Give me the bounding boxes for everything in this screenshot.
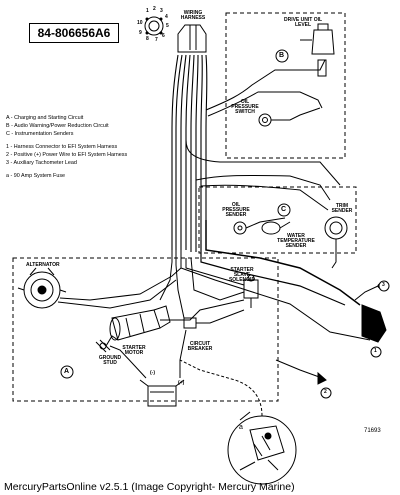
efi-power-wire [275,359,323,379]
ten-pin-connector [144,16,164,36]
legend-item-3: 3 - Auxiliary Tachometer Lead [6,160,77,166]
badge-b: B [279,52,285,59]
starter-slave-solenoid-label: STARTER SLAVE SOLENOID [228,267,256,283]
battery-negative-label: (-) [150,370,155,376]
pin-label: 3 [160,8,163,14]
oil-pressure-sender-label: OIL PRESSURE SENDER [222,202,250,218]
battery-positive-label: (+) [178,380,185,386]
starter-motor-drawing [109,305,171,341]
circuit-breaker-label: CIRCUIT BREAKER [187,341,213,352]
aux-tach-lead [354,285,379,301]
legend-fuse-note: a - 90 Amp System Fuse [6,173,66,179]
oil-pressure-switch-label: OIL PRESSURE SWITCH [231,99,259,115]
alternator-drawing [17,267,67,309]
badge-a: A [64,368,70,375]
figure-number: 71693 [364,428,381,434]
part-number-box: 84-806656A6 [29,23,119,43]
badge-1-circle [370,346,382,358]
trim-sender [324,216,348,269]
circuit-breaker-drawing [183,309,245,329]
pin-label: 2 [153,6,156,12]
wiring-harness-bundle [171,54,208,252]
legend-circuit-b: B - Audio Warning/Power Reduction Circui… [6,123,109,129]
alternator-label: ALTERNATOR [26,262,60,268]
legend-circuit-c: C - Instrumentation Senders [6,131,74,137]
footer-copyright: MercuryPartsOnline v2.5.1 (Image Copyrig… [4,481,295,493]
fuse-detail-badge: a [239,424,243,431]
badge-a-circle [60,365,74,379]
legend-item-1: 1 - Harness Connector to EFI System Harn… [6,144,118,150]
pin-label: 1 [146,8,149,14]
battery-drawing [139,379,185,407]
oil-pressure-sender [233,217,286,235]
pin-label: 7 [155,37,158,43]
badge-c: C [281,206,287,213]
efi-harness-connector [361,304,387,343]
water-temperature-sender [261,221,291,235]
ground-stud-label: GROUND STUD [98,355,122,366]
pin-label: 8 [146,36,149,42]
circuit-b-boundary [225,12,346,159]
badge-c-circle [277,203,291,217]
circuit-c-boundary [198,186,357,254]
harness-plug [177,24,207,53]
starter-slave-solenoid [243,274,259,308]
legend-circuit-a: A - Charging and Starting Circuit [6,115,84,121]
wiring-harness-label: WIRING HARNESS [180,10,206,21]
wire-to-oil-level [205,59,326,111]
ground-stud-drawing [95,335,119,353]
badge-1: 1 [374,348,377,354]
badge-3: 3 [382,282,385,288]
pin-label: 5 [166,23,169,29]
oil-pressure-switch [258,107,321,127]
pin-label: 10 [137,20,143,26]
harness-to-efi [205,220,361,306]
pin-label: 4 [165,14,168,20]
water-temperature-sender-label: WATER TEMPERATURE SENDER [277,233,315,249]
trim-sender-label: TRIM SENDER [331,203,353,214]
legend-item-2: 2 - Positive (+) Power Wire to EFI Syste… [6,152,128,158]
starter-motor-label: STARTER MOTOR [122,345,146,356]
badge-b-circle [275,49,289,63]
badge-2-circle [320,387,332,399]
pin-label: 6 [162,33,165,39]
pin-label: 9 [139,30,142,36]
oil-level-reservoir [300,23,335,77]
drive-unit-oil-level-label: DRIVE UNIT OIL LEVEL [283,17,323,28]
badge-2: 2 [324,389,327,395]
circuit-a-boundary [12,257,279,402]
badge-3-circle [378,280,390,292]
